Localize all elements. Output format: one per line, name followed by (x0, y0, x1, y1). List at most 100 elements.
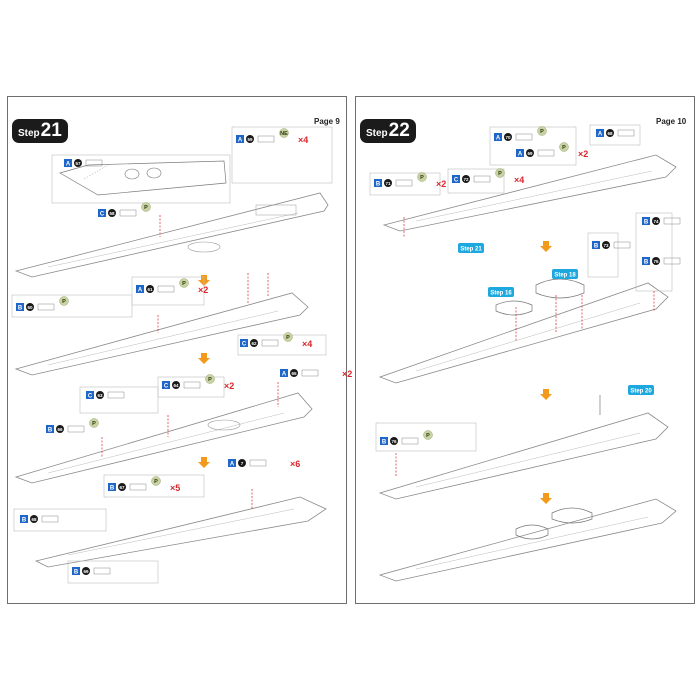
p-marker-icon (151, 476, 161, 486)
multiplier-label: ×2 (224, 381, 234, 391)
part-number-circle (146, 285, 154, 293)
reference-step-box (458, 243, 484, 253)
part-number: 67 (119, 485, 125, 490)
sheet-letter-box (236, 135, 244, 143)
step-number: 22 (388, 120, 410, 141)
part-sketch (261, 339, 279, 347)
step-word: Step (366, 128, 388, 139)
p-marker-icon (59, 296, 69, 306)
sheet-letter: B (376, 182, 381, 188)
sheet-letter-box (240, 339, 248, 347)
step-badge: Step 21 (12, 119, 68, 143)
sheet-letter-box (280, 369, 288, 377)
p-marker-icon (141, 202, 151, 212)
p-marker-label: P (182, 281, 186, 287)
part-sketch (395, 179, 413, 187)
assembly-diagram-right (369, 124, 677, 582)
reference-step-box (488, 287, 514, 297)
sheet-letter-box (374, 179, 382, 187)
sheet-letter: B (18, 306, 23, 312)
step-badge: Step 22 (360, 119, 416, 143)
part-number: 76 (391, 439, 397, 444)
part-number-circle (652, 217, 660, 225)
reference-step-label: Step 16 (490, 291, 512, 297)
part-number: 64 (173, 383, 179, 388)
sheet-letter: B (74, 570, 79, 576)
instruction-page-right: Step 22 Page 10 (355, 96, 695, 604)
sheet-letter-box (46, 425, 54, 433)
sheet-letter-box (136, 285, 144, 293)
sheet-letter: A (496, 136, 501, 142)
sheet-letter: A (282, 372, 287, 378)
part-number-circle (602, 241, 610, 249)
sheet-letter-box (20, 515, 28, 523)
reference-step-tag: Step 21 (458, 243, 484, 253)
part-sketch (107, 391, 125, 399)
part-number-circle (238, 459, 246, 467)
multiplier-label: ×2 (198, 285, 208, 295)
part-number-circle (96, 391, 104, 399)
sheet-letter-box (516, 149, 524, 157)
part-number: 75 (653, 259, 659, 264)
part-sketch (401, 437, 419, 445)
instruction-page-left: Step 21 Page 9 (7, 96, 352, 604)
part-sketch (157, 285, 175, 293)
p-marker-label: P (426, 433, 430, 439)
part-sketch (85, 159, 103, 167)
sheet-letter-box (162, 381, 170, 389)
part-number: 7 (241, 461, 244, 466)
part-number-circle (652, 257, 660, 265)
hull-stage-1 (14, 192, 329, 278)
sheet-letter: A (518, 152, 523, 158)
p-marker-icon (423, 430, 433, 440)
deck-detail-box (51, 154, 231, 204)
part-number: 60 (27, 305, 33, 310)
hull-stage-b (378, 278, 669, 384)
part-number: 58 (109, 211, 115, 216)
p-marker-label: P (540, 129, 544, 135)
part-sketch (37, 303, 55, 311)
sheet-letter-box (98, 209, 106, 217)
reference-step-tag: Step 18 (552, 269, 578, 279)
multiplier-label: ×4 (514, 175, 524, 185)
sheet-letter-box (596, 129, 604, 137)
multiplier-label: ×2 (436, 179, 446, 189)
step-word: Step (18, 128, 40, 139)
multiplier-label: ×5 (170, 483, 180, 493)
sheet-letter: C (242, 342, 247, 348)
reference-step-tag: Step 16 (488, 287, 514, 297)
reference-step-tag: Step 20 (628, 385, 654, 395)
part-sketch (473, 175, 491, 183)
sheet-letter-box (642, 257, 650, 265)
part-number-circle (246, 135, 254, 143)
sheet-letter: A (230, 462, 235, 468)
part-number: 73 (603, 243, 609, 248)
p-marker-icon (279, 128, 289, 138)
part-number: 69 (83, 569, 89, 574)
sheet-letter: B (644, 220, 649, 226)
sheet-letter-box (592, 241, 600, 249)
p-marker-label: NE (280, 131, 288, 137)
part-number-circle (26, 303, 34, 311)
multiplier-label: ×6 (290, 459, 300, 469)
part-number: 63 (97, 393, 103, 398)
part-number-circle (526, 149, 534, 157)
part-number-circle (30, 515, 38, 523)
sheet-letter: C (164, 384, 169, 390)
assembly-guides (101, 215, 279, 509)
sheet-letter-box (86, 391, 94, 399)
